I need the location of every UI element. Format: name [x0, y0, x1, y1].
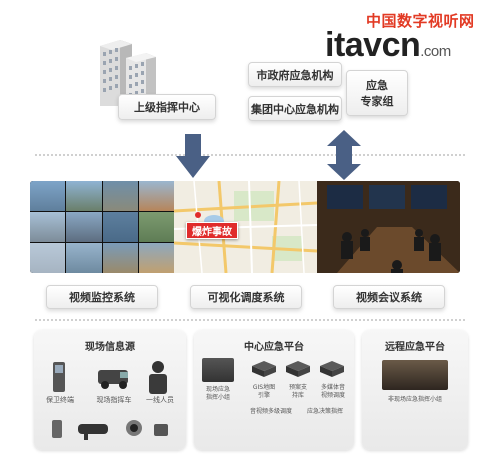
image-strip: 爆炸事故	[30, 181, 460, 273]
gis-engine-line2: 引擎	[257, 392, 270, 399]
building-icon	[100, 40, 156, 106]
multimedia-dispatch-icon	[320, 361, 344, 377]
superior-command-center: 上级指挥中心	[118, 94, 216, 120]
watermark-logo: itavcn.com	[325, 26, 451, 65]
remote-platform-title: 远程应急平台	[385, 342, 445, 353]
multimedia-dispatch-line1: 多媒体音	[320, 384, 345, 391]
center-emergency-platform-panel: 中心应急平台 现场应急 指挥小组 GIS地图 引擎 预案支 持库 多媒体音 视频…	[194, 330, 354, 450]
watermark-suffix: .com	[420, 43, 451, 60]
explosion-alert: 爆炸事故	[186, 222, 238, 239]
expert-group: 应急 专家组	[346, 70, 408, 116]
gis-engine-icon	[252, 361, 276, 377]
frontline-staff-icon	[149, 361, 167, 394]
plan-library-icon	[286, 361, 310, 377]
field-devices-icon	[52, 420, 168, 440]
plan-library-line1: 预案支	[288, 384, 307, 391]
site-info-source-title: 现场信息源	[85, 342, 135, 353]
bidirectional-arrow-icon	[327, 130, 361, 180]
down-arrow-icon	[176, 134, 210, 178]
conference-scene	[317, 181, 460, 273]
frontline-staff-label: 一线人员	[146, 396, 174, 404]
command-group-line1: 现场应急	[205, 386, 230, 393]
decision-command-label: 应急决策指挥	[306, 408, 343, 415]
dispatch-map: 爆炸事故	[174, 181, 317, 273]
city-government-agency: 市政府应急机构	[248, 62, 342, 87]
surveillance-video-grid	[30, 181, 174, 273]
remote-group-caption: 非现场应急指挥小组	[387, 396, 442, 403]
security-terminal-icon	[53, 362, 65, 392]
security-terminal-label: 保卫终端	[46, 396, 74, 404]
command-group-photo	[202, 358, 234, 382]
visual-dispatch-system: 可视化调度系统	[190, 285, 302, 309]
separator-top	[35, 154, 465, 156]
expert-group-line1: 应急	[366, 79, 388, 92]
plan-library-line2: 持库	[291, 392, 304, 399]
group-center-agency: 集团中心应急机构	[248, 96, 342, 121]
conference-room	[317, 181, 460, 273]
site-info-source-panel: 现场信息源 保卫终端 现场指挥车 一线人员	[34, 330, 186, 450]
remote-group-photo	[382, 360, 448, 390]
multilevel-dispatch-label: 音视频多级调度	[249, 408, 292, 415]
video-conference-system: 视频会议系统	[333, 285, 445, 309]
command-group-line2: 指挥小组	[205, 394, 230, 401]
command-vehicle-icon	[98, 370, 128, 389]
video-surveillance-system: 视频监控系统	[46, 285, 158, 309]
command-vehicle-label: 现场指挥车	[96, 396, 132, 404]
expert-group-line2: 专家组	[360, 95, 394, 108]
separator-bottom	[35, 319, 465, 321]
multimedia-dispatch-line2: 视频调度	[320, 392, 345, 399]
center-platform-title: 中心应急平台	[244, 342, 304, 353]
watermark-en: itavcn	[325, 26, 421, 64]
watermark-cn: 中国数字视听网	[366, 12, 475, 30]
remote-emergency-platform-panel: 远程应急平台 非现场应急指挥小组	[362, 330, 468, 450]
gis-engine-line1: GIS地图	[252, 384, 276, 391]
